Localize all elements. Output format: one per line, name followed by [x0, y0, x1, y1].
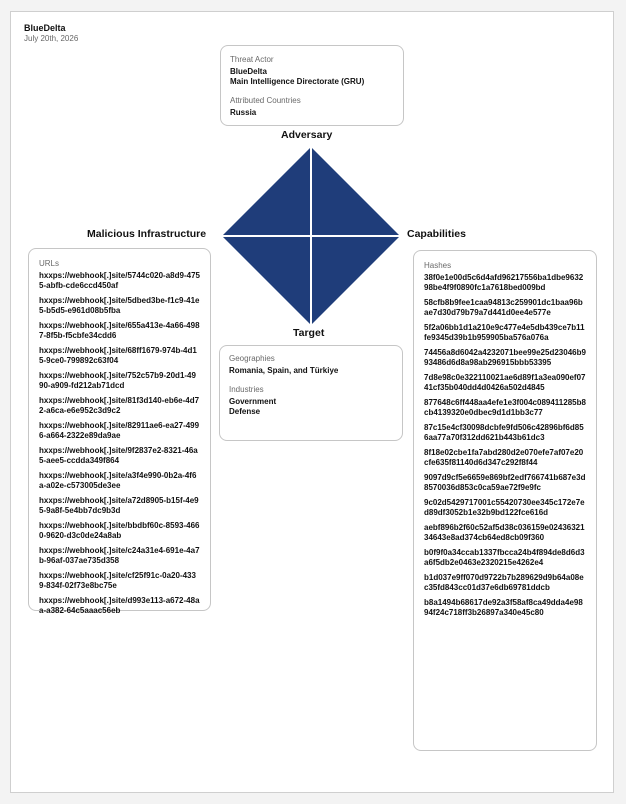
capabilities-card: Hashes 38f0e1e00d5c6d4afd96217556ba1dbe9…	[413, 250, 597, 751]
hashes-label: Hashes	[424, 261, 452, 270]
url-item: hxxps://webhook[.]site/9f2837e2-8321-46a…	[39, 446, 198, 465]
report-title: BlueDelta	[24, 23, 66, 33]
url-item: hxxps://webhook[.]site/a72d8905-b15f-4e9…	[39, 496, 199, 515]
url-item: hxxps://webhook[.]site/81f3d140-eb6e-4d7…	[39, 396, 200, 415]
industries-label: Industries	[229, 385, 264, 394]
target-title: Target	[293, 327, 325, 339]
hash-item: aebf896b2f60c52af5d38c036159e02436321346…	[424, 523, 585, 542]
url-item: hxxps://webhook[.]site/82911ae6-ea27-499…	[39, 421, 200, 440]
report-page: BlueDelta July 20th, 2026 Threat Actor B…	[10, 11, 614, 793]
countries-value: Russia	[230, 108, 257, 117]
diamond-model-graphic	[222, 147, 400, 325]
countries-label: Attributed Countries	[230, 96, 301, 105]
hash-item: 38f0e1e00d5c6d4afd96217556ba1dbe963298be…	[424, 273, 584, 292]
industry-item: Defense	[229, 407, 261, 416]
url-item: hxxps://webhook[.]site/68ff1679-974b-4d1…	[39, 346, 197, 365]
hash-item: 8f18e02cbe1fa7abd280d2e070efe7af07e20cfe…	[424, 448, 584, 467]
threat-actor-name: BlueDelta	[230, 67, 267, 76]
threat-actor-label: Threat Actor	[230, 55, 274, 64]
target-card: Geographies Romania, Spain, and Türkiye …	[219, 345, 403, 441]
url-item: hxxps://webhook[.]site/5744c020-a8d9-475…	[39, 271, 200, 290]
url-item: hxxps://webhook[.]site/5dbed3be-f1c9-41e…	[39, 296, 200, 315]
geographies-label: Geographies	[229, 354, 275, 363]
url-item: hxxps://webhook[.]site/752c57b9-20d1-499…	[39, 371, 196, 390]
hash-list: 38f0e1e00d5c6d4afd96217556ba1dbe963298be…	[424, 273, 586, 618]
industry-item: Government	[229, 397, 277, 406]
geographies-value: Romania, Spain, and Türkiye	[229, 366, 339, 375]
adversary-title: Adversary	[281, 129, 333, 141]
hash-item: 87c15e4cf30098dcbfe9fd506c42896bf6d856aa…	[424, 423, 584, 442]
hash-item: 9097d9cf5e6659e869bf2edf766741b687e3d857…	[424, 473, 586, 492]
infrastructure-card: URLs hxxps://webhook[.]site/5744c020-a8d…	[28, 248, 211, 615]
url-item: hxxps://webhook[.]site/c24a31e4-691e-4a7…	[39, 546, 200, 565]
url-item: hxxps://webhook[.]site/cf25f91c-0a20-433…	[39, 571, 196, 590]
capabilities-title: Capabilities	[407, 228, 466, 240]
url-list: hxxps://webhook[.]site/5744c020-a8d9-475…	[39, 271, 200, 616]
report-date: July 20th, 2026	[24, 34, 79, 43]
urls-label: URLs	[39, 259, 60, 268]
infrastructure-title: Malicious Infrastructure	[87, 228, 207, 240]
hash-item: b8a1494b68617de92a3f58af8ca49dda4e9894f2…	[424, 598, 583, 617]
url-item: hxxps://webhook[.]site/a3f4e990-0b2a-4f6…	[39, 471, 197, 490]
hash-item: 7d8e98c0e322110021ae6d89f1a3ea090ef0741c…	[424, 373, 586, 392]
hash-item: 9c02d5429717001c55420730ee345c172e7ed89d…	[424, 498, 585, 517]
url-item: hxxps://webhook[.]site/bbdbf60c-8593-466…	[39, 521, 200, 540]
hash-item: b1d037e9ff070d9722b7b289629d9b64a08ec35f…	[424, 573, 584, 592]
threat-actor-org: Main Intelligence Directorate (GRU)	[230, 77, 365, 86]
url-item: hxxps://webhook[.]site/d993e113-a672-48a…	[39, 596, 200, 615]
hash-item: 74456a8d6042a4232071bee99e25d23046b99348…	[424, 348, 586, 367]
url-item: hxxps://webhook[.]site/655a413e-4a66-498…	[39, 321, 200, 340]
hash-item: 5f2a06bb1d1a210e9c477e4e5db439ce7b11fe93…	[424, 323, 585, 342]
hash-item: 58cfb8b9fee1caa94813c259901dc1baa96bae7d…	[424, 298, 583, 317]
hash-item: b0f9f0a34ccab1337fbcca24b4f894de8d6d3a6f…	[424, 548, 585, 567]
adversary-card: Threat Actor BlueDelta Main Intelligence…	[220, 45, 404, 126]
hash-item: 877648c6ff448aa4efe1e3f004c089411285b8cb…	[424, 398, 586, 417]
